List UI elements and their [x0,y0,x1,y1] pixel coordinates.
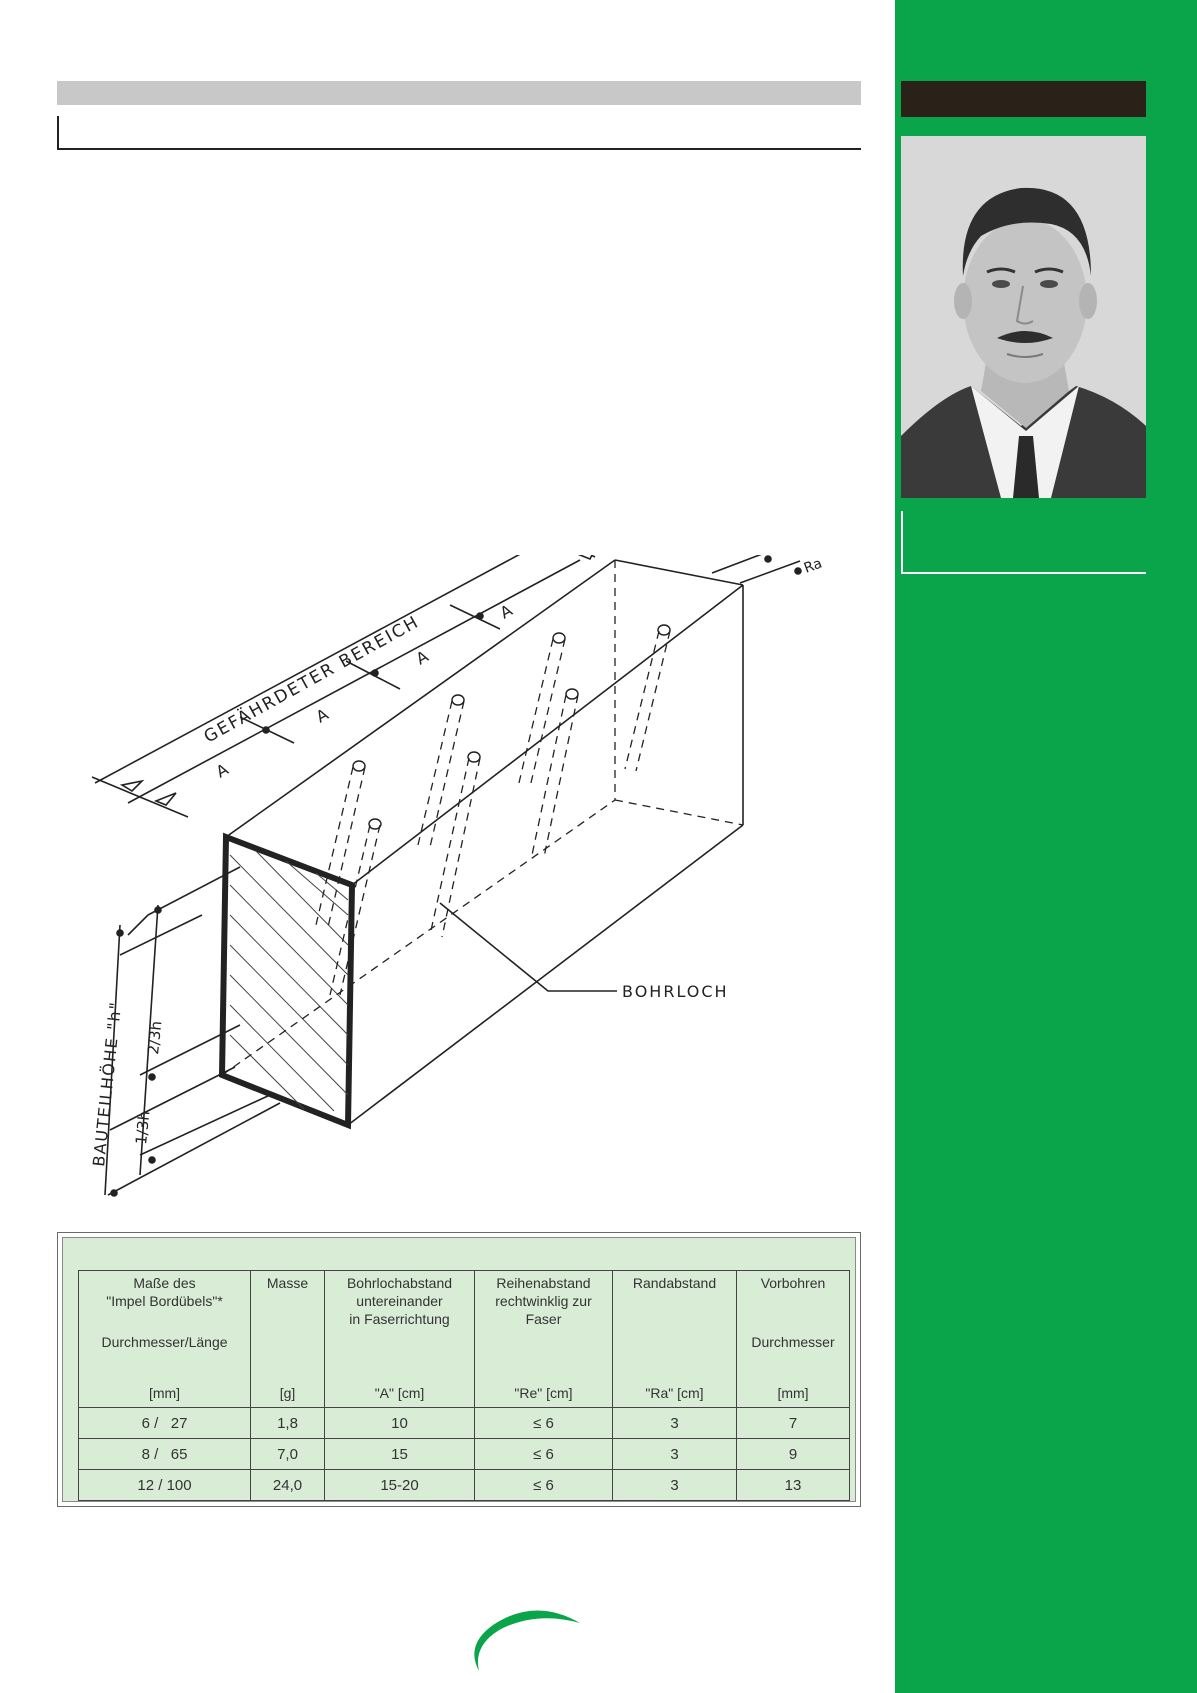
header-sub: Durchmesser [751,1334,835,1350]
header-unit: "A" [cm] [374,1385,425,1401]
label-a-3: A [413,647,432,669]
header-unit: "Ra" [cm] [645,1385,704,1401]
table-cell: 3 [612,1438,737,1470]
table-row: 8 / 65 7,0 15 ≤ 6 3 9 [78,1438,850,1470]
header-text: Bohrlochabstand untereinander in Faserri… [346,1275,453,1327]
header-text: Randabstand [632,1275,717,1291]
label-a-4: A [497,601,516,623]
label-gefaehrdeter-bereich: GEFÄHRDETER BEREICH [200,611,423,747]
table-cell: 10 [324,1407,475,1439]
table-row: 6 / 27 1,8 10 ≤ 6 3 7 [78,1407,850,1439]
label-bauteilhoehe: BAUTEILHÖHE "h" [89,1000,125,1167]
table-cell: 15-20 [324,1469,475,1501]
table-cell: 9 [736,1438,850,1470]
header-predrill: Vorbohren Durchmesser [mm] [736,1270,850,1408]
dowel-spec-table: Maße des "Impel Bordübels"* Durchmesser/… [78,1270,850,1501]
header-unit: [mm] [148,1385,181,1401]
table-cell: 15 [324,1438,475,1470]
header-mass: Masse [g] [250,1270,325,1408]
table-cell: 24,0 [250,1469,325,1501]
header-rule [57,116,861,150]
header-edge-distance: Randabstand "Ra" [cm] [612,1270,737,1408]
table-header-row: Maße des "Impel Bordübels"* Durchmesser/… [78,1270,850,1408]
label-ra-right: Ra [802,556,824,577]
table-cell: 1,8 [250,1407,325,1439]
table-cell: 7,0 [250,1438,325,1470]
table-cell: 3 [612,1469,737,1501]
table-cell: 3 [612,1407,737,1439]
logo-swoosh-icon [465,1605,585,1675]
header-text: Maße des "Impel Bordübels"* [106,1275,223,1309]
label-a-2: A [313,705,332,727]
label-a-1: A [213,760,232,782]
table-cell: ≤ 6 [474,1407,613,1439]
spec-table-frame: Maße des "Impel Bordübels"* Durchmesser/… [57,1232,861,1507]
header-unit: "Re" [cm] [514,1385,573,1401]
label-two-thirds-h: 2/3h [144,1020,165,1055]
header-bar [57,81,861,105]
header-unit: [g] [279,1385,296,1401]
header-text: Reihenabstand rechtwinklig zur Faser [495,1275,592,1327]
table-cell: 13 [736,1469,850,1501]
header-text: Vorbohren [760,1275,826,1291]
table-cell: 12 / 100 [78,1469,251,1501]
table-cell: ≤ 6 [474,1469,613,1501]
header-row-spacing: Reihenabstand rechtwinklig zur Faser "Re… [474,1270,613,1408]
header-unit: [mm] [777,1385,809,1401]
table-cell: 8 / 65 [78,1438,251,1470]
header-sub: Durchmesser/Länge [101,1334,228,1350]
sidebar-title-bar [901,81,1146,117]
table-cell: 6 / 27 [78,1407,251,1439]
portrait-caption-box [901,511,1146,574]
table-cell: 7 [736,1407,850,1439]
header-dimensions: Maße des "Impel Bordübels"* Durchmesser/… [78,1270,251,1408]
spec-table-panel: Maße des "Impel Bordübels"* Durchmesser/… [62,1237,856,1502]
label-one-third-h: 1/3h [132,1110,153,1145]
header-hole-spacing: Bohrlochabstand untereinander in Faserri… [324,1270,475,1408]
table-cell: ≤ 6 [474,1438,613,1470]
author-portrait [901,136,1146,498]
header-text: Masse [266,1275,309,1291]
table-row: 12 / 100 24,0 15-20 ≤ 6 3 13 [78,1469,850,1501]
beam-drilling-diagram: GEFÄHRDETER BEREICH A A A A Ra Re Ra BOH… [80,512,870,1215]
label-bohrloch: BOHRLOCH [622,982,729,1001]
